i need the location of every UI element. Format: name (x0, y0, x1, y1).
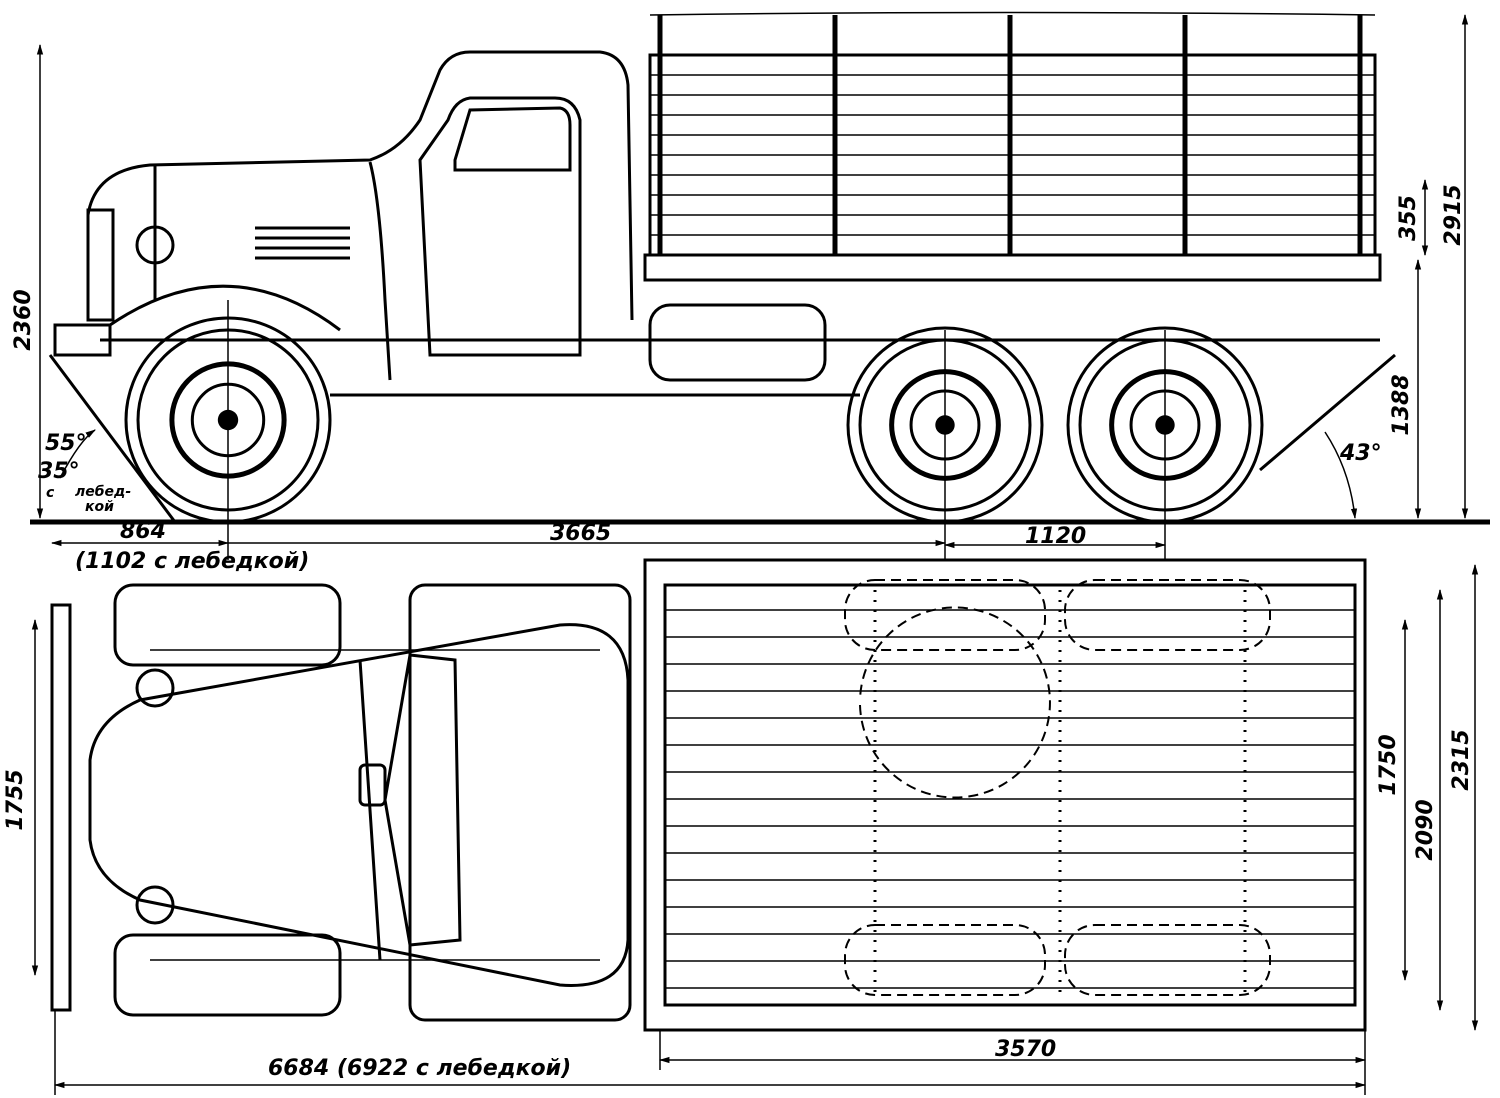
approach-angle: 55° (45, 431, 87, 456)
headlight-left-top (135, 668, 175, 708)
dim-355: 355 (1396, 195, 1421, 241)
dim-3665: 3665 (550, 521, 611, 546)
axle-centerlines (227, 300, 1166, 560)
dim-6684: 6684 (6922 с лебедкой) (268, 1056, 571, 1081)
winch-note-2: лебед- (75, 484, 131, 500)
departure-angle-line (1259, 353, 1396, 472)
front-fender-left (113, 583, 342, 667)
dim-1102-winch: (1102 с лебедкой) (75, 549, 309, 574)
front-fender-right (113, 933, 342, 1017)
approach-angle-arc (59, 429, 96, 479)
winch-note-3: кой (85, 499, 114, 515)
hood-louvers (255, 226, 350, 260)
cargo-bed-side (643, 11, 1382, 282)
fuel-tank (648, 303, 827, 382)
dim-1388: 1388 (1389, 374, 1414, 435)
wheels (124, 316, 1264, 524)
dim-2090: 2090 (1413, 799, 1438, 860)
dim-864: 864 (120, 519, 166, 544)
front-bumper-top (50, 603, 72, 1012)
cab-door (418, 96, 582, 357)
extension-lines (54, 1010, 1366, 1095)
approach-angle-line (48, 354, 177, 523)
departure-angle: 43° (1339, 441, 1382, 466)
side-view: 2360 2915 355 1388 55° 35° с лебед- кой … (11, 11, 1490, 574)
windshield-top (358, 653, 462, 961)
hood (86, 50, 634, 321)
fender-line (368, 161, 392, 381)
dim-1120: 1120 (1025, 524, 1086, 549)
chassis-frame (100, 338, 1380, 397)
cab-roof-area (408, 583, 632, 1022)
top-view-guides (150, 649, 600, 961)
hood-top (88, 623, 630, 987)
dim-1750: 1750 (1376, 734, 1401, 795)
dim-2360: 2360 (11, 289, 36, 350)
front-fender (109, 284, 341, 332)
dim-2915: 2915 (1441, 184, 1466, 245)
headlight (135, 225, 175, 265)
cab-window (453, 106, 572, 172)
cargo-bed-top (643, 558, 1367, 1032)
headlight-right-top (135, 885, 175, 925)
dim-3570: 3570 (995, 1037, 1056, 1062)
radiator-grille (86, 208, 115, 322)
departure-angle-arc (1324, 431, 1358, 520)
top-view: 1755 1750 2090 2315 3570 6684 (6922 с ле… (3, 558, 1479, 1095)
dim-2315: 2315 (1449, 729, 1474, 790)
dim-1755: 1755 (3, 769, 28, 830)
approach-angle-winch: 35° (38, 459, 80, 484)
hood-emblem (358, 763, 387, 807)
winch-note-1: с (46, 485, 55, 501)
